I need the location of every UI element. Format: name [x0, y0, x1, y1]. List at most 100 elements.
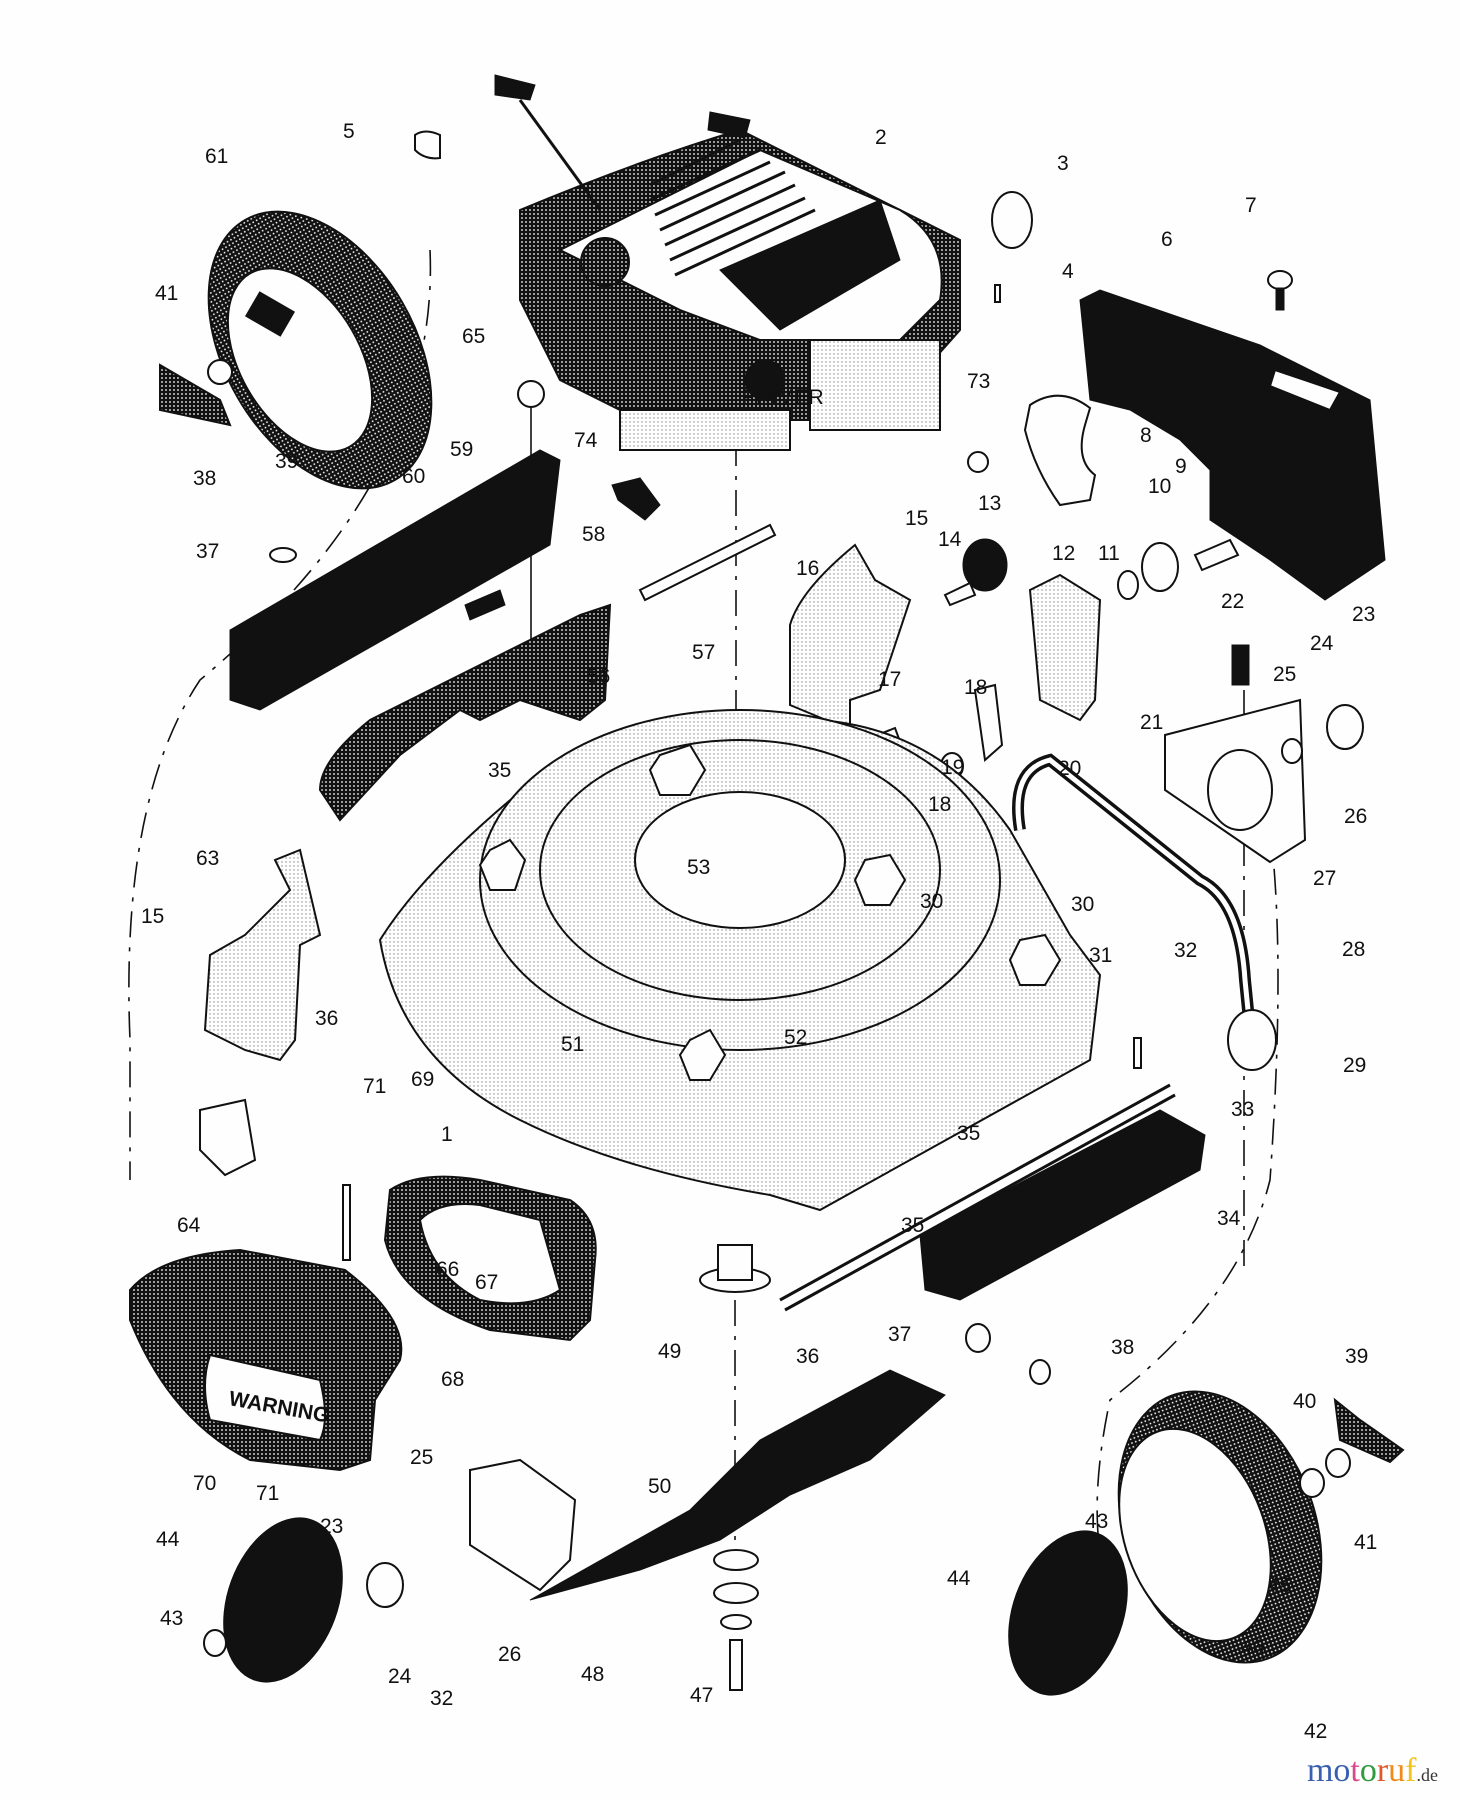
callout-71-bottom: 71 — [256, 1482, 279, 1505]
callout-45: 45 — [1268, 1574, 1291, 1597]
callout-4: 4 — [1062, 260, 1074, 283]
key — [994, 284, 1001, 303]
watermark-letter: m — [1306, 1752, 1334, 1789]
drive-housing-50 — [469, 1458, 577, 1592]
callout-63: 63 — [196, 847, 219, 870]
wheel-cover-39-right — [1333, 1397, 1405, 1464]
watermark-letter: t — [1350, 1752, 1360, 1789]
watermark-letter: o — [1359, 1752, 1377, 1789]
callout-1: 1 — [441, 1123, 453, 1146]
callout-7: 7 — [1245, 194, 1257, 217]
roller-10 — [1141, 542, 1179, 592]
link-20 — [973, 683, 1004, 762]
pulley — [991, 191, 1033, 249]
motoruf-watermark-logo: motoruf.de — [1307, 1752, 1438, 1790]
bracket-63 — [203, 848, 322, 1062]
callout-70: 70 — [193, 1472, 216, 1495]
callout-13: 13 — [978, 492, 1001, 515]
callout-21: 21 — [1140, 711, 1163, 734]
wheel-cover-39-left — [159, 363, 232, 427]
callout-19: 19 — [941, 756, 964, 779]
callout-64: 64 — [177, 1214, 201, 1237]
callout-71-top: 71 — [363, 1075, 386, 1098]
watermark-letter: f — [1405, 1752, 1417, 1789]
watermark-letter: r — [1376, 1752, 1389, 1789]
washer-26-right — [1281, 738, 1303, 764]
callout-44-left: 44 — [156, 1528, 180, 1551]
callout-27: 27 — [1313, 867, 1336, 890]
knob-29 — [1227, 1009, 1277, 1071]
callout-31: 31 — [1089, 944, 1112, 967]
bag-cover-70: WARNING — [129, 1248, 403, 1472]
drive-housing-27 — [1164, 644, 1307, 864]
callout-39-left: 39 — [275, 450, 298, 473]
callout-35-right: 35 — [957, 1122, 980, 1145]
callout-32-left: 32 — [430, 1687, 453, 1710]
rear-bracket-74 — [611, 477, 661, 521]
callout-37-right: 37 — [888, 1323, 911, 1346]
callout-52: 52 — [784, 1026, 807, 1049]
pin-14 — [943, 581, 977, 607]
callout-48: 48 — [581, 1663, 604, 1686]
callout-59: 59 — [450, 438, 473, 461]
rear-rail-60 — [229, 449, 561, 711]
callout-51: 51 — [561, 1033, 584, 1056]
callout-24-left: 24 — [388, 1665, 412, 1688]
rod-69 — [342, 1184, 351, 1261]
engine: PRIMER — [519, 128, 961, 451]
callout-17: 17 — [878, 668, 901, 691]
mower-deck — [378, 709, 1102, 1212]
nut-41-left — [207, 359, 233, 385]
callout-53: 53 — [687, 856, 710, 879]
callout-61: 61 — [205, 145, 228, 168]
callout-22: 22 — [1221, 590, 1244, 613]
callout-30-right: 30 — [1071, 893, 1094, 916]
height-adjuster-8 — [1023, 394, 1097, 507]
callout-41-right: 41 — [1354, 1531, 1377, 1554]
callout-43-left: 43 — [160, 1607, 183, 1630]
callout-60: 60 — [402, 465, 425, 488]
callout-6: 6 — [1161, 228, 1173, 251]
callout-47: 47 — [690, 1684, 713, 1707]
watermark-letter: o — [1333, 1752, 1351, 1789]
callout-29: 29 — [1343, 1054, 1366, 1077]
callout-68: 68 — [441, 1368, 464, 1391]
gear-24-left — [366, 1562, 404, 1608]
height-adjuster-64 — [199, 1098, 257, 1177]
hubcap-44-right — [1008, 1530, 1128, 1696]
callout-26-right: 26 — [1344, 805, 1367, 828]
bracket-16 — [789, 543, 912, 732]
hubcap-44-left — [223, 1517, 343, 1683]
rear-baffle-34 — [919, 1109, 1206, 1301]
screw-7 — [1267, 270, 1293, 311]
callout-46: 46 — [1241, 1636, 1264, 1659]
callout-69: 69 — [411, 1068, 434, 1091]
primer-decal: PRIMER — [742, 386, 824, 409]
callout-42: 42 — [1304, 1720, 1327, 1743]
callout-5: 5 — [343, 120, 355, 143]
callout-32-right: 32 — [1174, 939, 1197, 962]
bracket-12 — [1028, 573, 1102, 722]
callout-38-left: 38 — [193, 467, 216, 490]
roller-13 — [962, 538, 1008, 592]
screw-38-right — [1029, 1359, 1051, 1385]
front-wheel-42 — [1117, 1390, 1323, 1664]
callout-18-top: 18 — [964, 676, 987, 699]
callout-40: 40 — [1293, 1390, 1316, 1413]
callout-9: 9 — [1175, 455, 1187, 478]
bolt-73 — [967, 451, 989, 473]
callout-25-right: 25 — [1273, 663, 1296, 686]
callout-36-left: 36 — [315, 1007, 338, 1030]
callout-10: 10 — [1148, 475, 1171, 498]
bag-frame-68 — [383, 1175, 597, 1342]
callout-11: 11 — [1098, 542, 1120, 565]
watermark-suffix: .de — [1416, 1765, 1439, 1785]
callout-23-left: 23 — [320, 1515, 343, 1538]
callout-28: 28 — [1342, 938, 1365, 961]
callout-73: 73 — [967, 370, 990, 393]
callout-34: 34 — [1217, 1207, 1241, 1230]
callout-66: 66 — [436, 1258, 459, 1281]
washer-46 — [720, 1614, 752, 1630]
bolt-47 — [729, 1639, 743, 1691]
pin-32-right — [1133, 1037, 1142, 1069]
